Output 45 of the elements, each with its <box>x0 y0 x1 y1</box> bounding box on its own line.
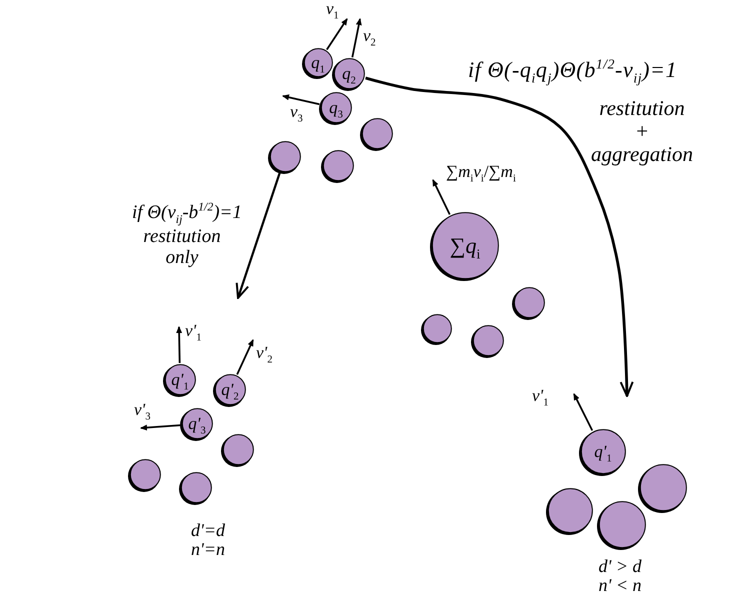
particle-circle <box>179 471 213 505</box>
particle-label: q$_{3}$ <box>329 98 343 118</box>
particle-circle <box>302 47 334 79</box>
particle-label: q'$_{1}$ <box>594 442 612 462</box>
particle-circle <box>638 463 688 513</box>
equation-label: d' > d <box>598 557 642 577</box>
transition-arrow <box>365 76 634 397</box>
velocity-label: v'$_{1}$ <box>185 322 202 341</box>
particle-circle <box>360 117 394 151</box>
transition-arrow <box>236 172 281 299</box>
particle-circle <box>597 500 647 550</box>
process-label: restitution only <box>143 227 221 269</box>
particle-circle <box>430 211 500 281</box>
velocity-label: ∑m$_{i}$v$_{i}$/∑m$_{i}$ <box>446 163 516 182</box>
particle-circle <box>321 149 355 183</box>
equation-label: n'=n <box>191 540 225 560</box>
particle-circle <box>579 428 627 476</box>
velocity-label: v$_{3}$ <box>290 103 303 122</box>
particle-label: q'$_{3}$ <box>188 414 206 434</box>
particle-circle <box>471 324 505 358</box>
particle-circle <box>546 487 594 535</box>
particle-circle <box>221 433 255 467</box>
particle-circle <box>268 140 302 174</box>
equation-label: n' < n <box>598 576 642 596</box>
particle-circle <box>332 57 366 91</box>
velocity-label: v'$_{2}$ <box>256 344 272 363</box>
particle-circle <box>421 313 453 345</box>
particle-label: q$_{1}$ <box>311 54 325 72</box>
particle-circle <box>180 407 214 441</box>
velocity-label: v$_{2}$ <box>363 27 376 46</box>
process-label: restitution + aggregation <box>591 97 693 166</box>
particle-circle <box>512 286 546 320</box>
velocity-label: v$_{1}$ <box>326 0 339 19</box>
particle-circle <box>163 363 197 397</box>
velocity-label: v'$_{1}$ <box>532 387 548 406</box>
condition-label: if Θ(v$_{ij}$-b$^{1/2}$)=1 <box>132 203 242 224</box>
particle-circle <box>213 373 247 407</box>
particle-circle <box>128 458 162 492</box>
particle-label: q'$_{1}$ <box>171 370 189 390</box>
equation-label: d'=d <box>191 521 225 541</box>
velocity-label: v'$_{3}$ <box>134 401 150 420</box>
particle-circle <box>319 91 353 125</box>
particle-label: q$_{2}$ <box>342 64 356 84</box>
particle-label: ∑q$_{i}$ <box>450 234 480 258</box>
particle-label: q'$_{2}$ <box>221 380 239 400</box>
